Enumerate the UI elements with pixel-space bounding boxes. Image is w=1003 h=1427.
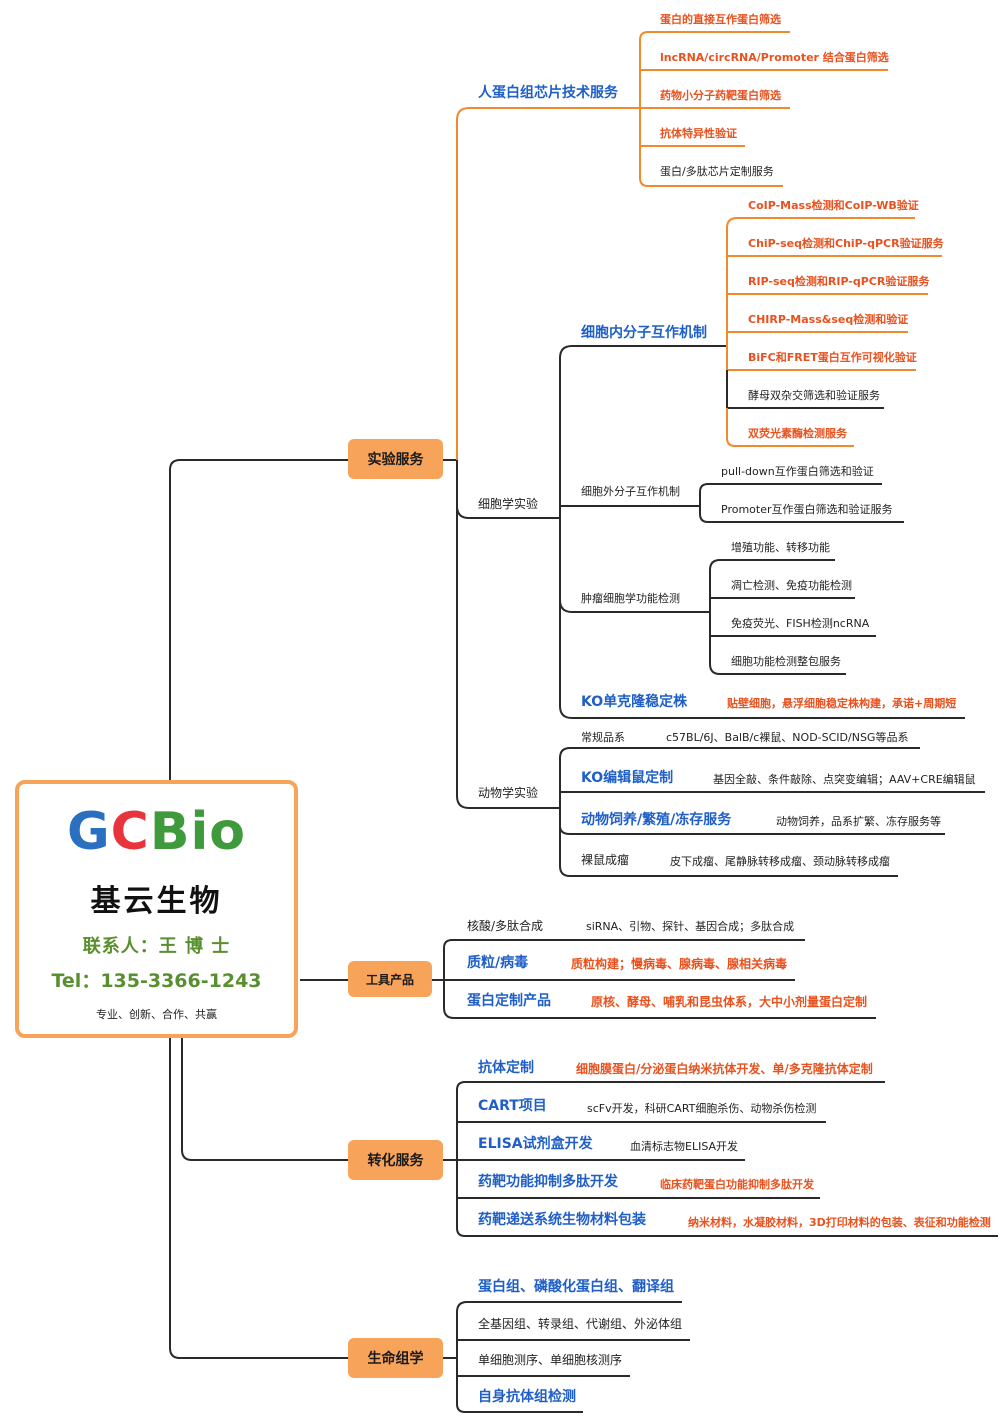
transform-row-detail: scFv开发，科研CART细胞杀伤、动物杀伤检测: [587, 1102, 817, 1115]
tools-row-detail: 质粒构建；慢病毒、腺病毒、腺相关病毒: [571, 957, 788, 971]
transform-row-label[interactable]: 抗体定制: [478, 1060, 534, 1076]
extracellular-node[interactable]: 细胞外分子互作机制: [581, 485, 680, 498]
branch-experiment[interactable]: 实验服务: [348, 439, 443, 479]
tumor-function-node[interactable]: 肿瘤细胞学功能检测: [581, 592, 680, 605]
contact-person: 联系人：王 博 士: [82, 936, 231, 957]
transform-row-label[interactable]: 药靶递送系统生物材料包装: [478, 1212, 646, 1228]
contact-phone: Tel：135-3366-1243: [51, 970, 262, 992]
extracellular-item: pull-down互作蛋白筛选和验证: [721, 465, 874, 478]
logo-letter-c: C: [110, 802, 150, 862]
protein-chip-item: lncRNA/circRNA/Promoter 结合蛋白筛选: [660, 51, 889, 64]
protein-chip-item: 蛋白/多肽芯片定制服务: [660, 165, 774, 178]
tools-row-detail: 原核、酵母、哺乳和昆虫体系，大中小剂量蛋白定制: [591, 995, 868, 1009]
intracellular-item: CHIRP-Mass&seq检测和验证: [748, 313, 909, 326]
protein-chip-item: 药物小分子药靶蛋白筛选: [660, 89, 781, 102]
transform-row-detail: 纳米材料，水凝胶材料，3D打印材料的包装、表征和功能检测: [688, 1216, 991, 1229]
animal-row-label[interactable]: 动物饲养/繁殖/冻存服务: [581, 812, 732, 828]
protein-chip-item: 抗体特异性验证: [660, 127, 737, 140]
tools-row-label[interactable]: 蛋白定制产品: [467, 993, 551, 1009]
extracellular-item: Promoter互作蛋白筛选和验证服务: [721, 503, 893, 516]
intracellular-item: CoIP-Mass检测和CoIP-WB验证: [748, 199, 919, 212]
tools-row-label[interactable]: 质粒/病毒: [467, 955, 529, 971]
animal-row-label[interactable]: 常规品系: [581, 731, 625, 744]
tumor-item: 凋亡检测、免疫功能检测: [731, 579, 852, 592]
intracellular-node[interactable]: 细胞内分子互作机制: [581, 325, 707, 341]
tumor-item: 免疫荧光、FISH检测ncRNA: [731, 617, 870, 630]
intracellular-item: BiFC和FRET蛋白互作可视化验证: [748, 351, 917, 364]
animal-row-label[interactable]: KO编辑鼠定制: [581, 770, 674, 786]
transform-row-detail: 细胞膜蛋白/分泌蛋白纳米抗体开发、单/多克隆抗体定制: [576, 1062, 873, 1076]
transform-row-label[interactable]: 药靶功能抑制多肽开发: [478, 1174, 618, 1190]
omics-item[interactable]: 单细胞测序、单细胞核测序: [478, 1353, 623, 1367]
branch-tools[interactable]: 工具产品: [348, 961, 432, 997]
omics-item[interactable]: 蛋白组、磷酸化蛋白组、翻译组: [478, 1279, 674, 1295]
protein-chip-item: 蛋白的直接互作蛋白筛选: [660, 13, 781, 26]
omics-item[interactable]: 自身抗体组检测: [478, 1389, 576, 1405]
transform-row-detail: 血清标志物ELISA开发: [630, 1140, 739, 1153]
central-topic-card: GCBio 基云生物 联系人：王 博 士 Tel：135-3366-1243 专…: [15, 780, 298, 1038]
ko-stable-node[interactable]: KO单克隆稳定株: [581, 694, 688, 710]
animal-experiment-node[interactable]: 动物学实验: [478, 786, 539, 800]
tumor-item: 细胞功能检测整包服务: [731, 655, 841, 668]
animal-row-detail: 基因全敲、条件敲除、点突变编辑；AAV+CRE编辑鼠: [713, 773, 976, 786]
logo-letters-bio: Bio: [149, 802, 247, 862]
slogan: 专业、创新、合作、共赢: [96, 1008, 217, 1021]
protein-chip-node[interactable]: 人蛋白组芯片技术服务: [478, 85, 618, 101]
animal-row-detail: 动物饲养，品系扩繁、冻存服务等: [776, 815, 941, 828]
intracellular-item: ChiP-seq检测和ChiP-qPCR验证服务: [748, 237, 944, 250]
intracellular-item: 双荧光素酶检测服务: [748, 427, 847, 440]
tumor-item: 增殖功能、转移功能: [731, 541, 830, 554]
intracellular-item: 酵母双杂交筛选和验证服务: [748, 389, 880, 402]
animal-row-detail: 皮下成瘤、尾静脉转移成瘤、颈动脉转移成瘤: [670, 855, 890, 868]
gcbio-logo: GCBio: [19, 802, 294, 862]
transform-row-label[interactable]: CART项目: [478, 1098, 547, 1114]
logo-letter-g: G: [66, 802, 111, 862]
animal-row-detail: c57BL/6J、BalB/c裸鼠、NOD-SCID/NSG等品系: [666, 731, 909, 744]
animal-row-label[interactable]: 裸鼠成瘤: [581, 853, 630, 867]
transform-row-label[interactable]: ELISA试剂盒开发: [478, 1136, 593, 1152]
omics-item[interactable]: 全基因组、转录组、代谢组、外泌体组: [478, 1317, 683, 1331]
tools-row-label[interactable]: 核酸/多肽合成: [467, 919, 544, 933]
cell-experiment-node[interactable]: 细胞学实验: [478, 497, 539, 511]
intracellular-item: RIP-seq检测和RIP-qPCR验证服务: [748, 275, 930, 288]
transform-row-detail: 临床药靶蛋白功能抑制多肽开发: [660, 1178, 814, 1191]
branch-transform[interactable]: 转化服务: [348, 1140, 443, 1180]
company-name-cn: 基云生物: [90, 884, 223, 919]
tools-row-detail: siRNA、引物、探针、基因合成；多肽合成: [586, 920, 795, 933]
ko-stable-detail: 贴壁细胞，悬浮细胞稳定株构建，承诺+周期短: [727, 697, 957, 710]
branch-omics[interactable]: 生命组学: [348, 1338, 443, 1378]
